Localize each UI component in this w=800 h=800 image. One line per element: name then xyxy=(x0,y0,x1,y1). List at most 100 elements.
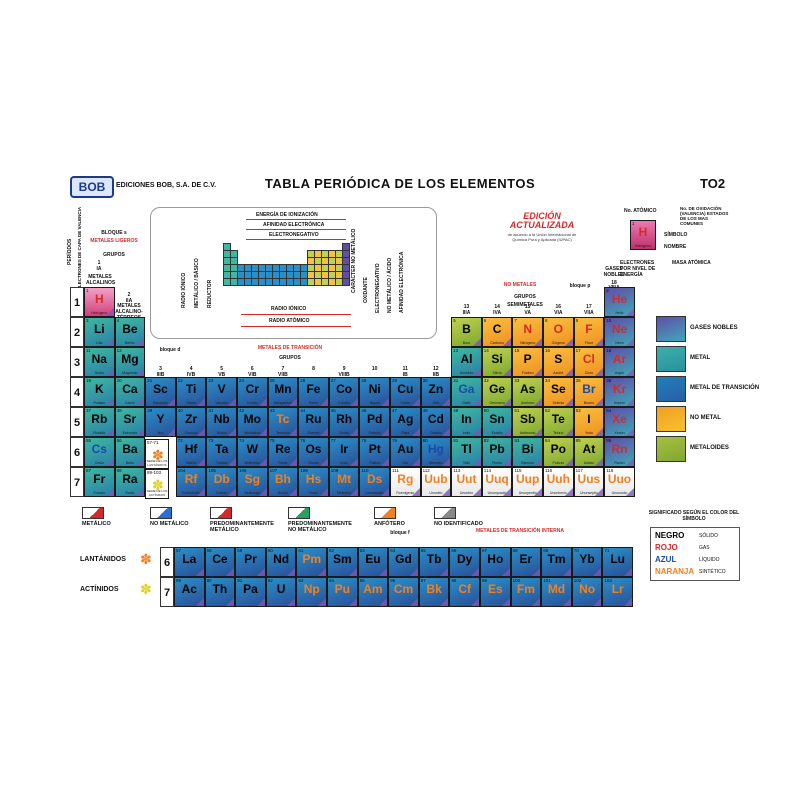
group-number: 12 xyxy=(433,366,439,372)
trend-left-1: RADIO IÓNICO xyxy=(181,272,187,308)
bond-type-marker xyxy=(105,398,114,406)
edition-subtitle: de acuerdo a la Unión Internacional de Q… xyxy=(507,232,577,242)
element-name: Wolframio xyxy=(244,461,261,465)
element-name: Rodio xyxy=(339,431,349,435)
element-name: Estroncio xyxy=(122,431,138,435)
atomic-number: 17 xyxy=(575,348,581,353)
atomic-number: 11 xyxy=(86,348,91,353)
category-swatch xyxy=(656,346,686,372)
actinide-placeholder: 89-103 ✽ SERIE DE LOS ACTÍNIDOS xyxy=(145,469,169,499)
element-symbol: Be xyxy=(122,322,138,336)
element-name: Platino xyxy=(369,461,381,465)
element-name: Hasio xyxy=(309,491,318,495)
lanthanide-placeholder: 57-71 ✽ SERIE DE LOS LANTÁNIDOS xyxy=(145,439,169,469)
element-symbol: Te xyxy=(551,412,565,426)
element-symbol: Si xyxy=(491,352,503,366)
bond-type-marker xyxy=(319,488,328,496)
element-symbol: Li xyxy=(93,322,105,336)
group-2-roman: IIA xyxy=(125,298,133,304)
atomic-number: 35 xyxy=(575,378,581,383)
group-number: 3 xyxy=(159,366,162,372)
element-name: Radio xyxy=(125,491,135,495)
element-symbol: H xyxy=(94,292,104,306)
element-name: Ununhexio xyxy=(549,491,567,495)
atomic-number: 108 xyxy=(300,468,308,473)
group-roman-numeral: IVB xyxy=(186,372,196,378)
element-symbol: Er xyxy=(519,552,533,566)
trend-right-3: ELECTRONEGATIVO xyxy=(375,263,381,313)
element-symbol: Se xyxy=(550,382,566,396)
element-symbol: Y xyxy=(156,412,165,426)
atomic-number: 48 xyxy=(422,408,428,413)
atomic-number: 19 xyxy=(86,378,92,383)
bond-type-marker xyxy=(256,598,265,606)
element-name: Radón xyxy=(614,461,625,465)
atomic-number: 75 xyxy=(269,438,275,443)
cell-legend: No. ATÓMICO No. DE OXIDACIÓN (VALENCIA) … xyxy=(620,206,730,278)
element-symbol: Pm xyxy=(302,552,322,566)
period-number: 1 xyxy=(70,287,84,317)
atomic-number: 76 xyxy=(300,438,306,443)
element-symbol: Rg xyxy=(397,472,414,486)
category-swatch xyxy=(656,316,686,342)
bond-type-marker xyxy=(625,428,634,436)
atomic-number: 63 xyxy=(359,548,365,553)
bond-type-marker xyxy=(289,488,298,496)
element-name: Cadmio xyxy=(429,431,442,435)
element-name: Yodo xyxy=(584,431,593,435)
legend-sample-cell: 1 H Hidrógeno xyxy=(630,220,656,250)
element-symbol: Fe xyxy=(306,382,321,396)
element-name: Selenio xyxy=(552,401,565,405)
atomic-number: 21 xyxy=(147,378,153,383)
atomic-number: 10 xyxy=(606,318,612,323)
element-symbol: In xyxy=(461,412,472,426)
bond-type-marker xyxy=(564,338,573,346)
atomic-number: 12 xyxy=(116,348,122,353)
trend-top-1: ENERGÍA DE IONIZACIÓN xyxy=(256,212,318,218)
element-symbol: No xyxy=(579,582,596,596)
group-number: 10 xyxy=(371,366,378,372)
group-18-number: 18 xyxy=(611,280,617,286)
element-symbol: S xyxy=(554,352,563,366)
period-number: 2 xyxy=(70,317,84,347)
bond-type-marker xyxy=(472,398,481,406)
bond-type-marker xyxy=(105,368,114,376)
atomic-number: 117 xyxy=(575,468,583,473)
element-symbol: Au xyxy=(397,442,414,456)
category-swatch xyxy=(656,406,686,432)
atomic-number: 88 xyxy=(116,468,122,473)
element-symbol: Re xyxy=(275,442,291,456)
atomic-number: 77 xyxy=(330,438,336,443)
element-symbol: Cm xyxy=(393,582,414,596)
element-name: Talio xyxy=(462,461,471,465)
groups-s-label: GRUPOS xyxy=(103,252,125,258)
element-symbol: Ir xyxy=(340,442,349,456)
element-symbol: Tl xyxy=(461,442,472,456)
atomic-number: 29 xyxy=(392,378,398,383)
noble-gases-top-label: GASES NOBLES xyxy=(603,266,625,278)
lanthanide-series-name: SERIE DE LOS LANTÁNIDOS xyxy=(146,459,168,467)
element-symbol: Mg xyxy=(121,352,139,366)
element-symbol: Bk xyxy=(426,582,442,596)
bond-type-marker xyxy=(595,428,604,436)
element-name: Plomo xyxy=(492,461,503,465)
element-symbol: Sr xyxy=(123,412,137,426)
bond-type-marker xyxy=(564,488,573,496)
bond-type-marker xyxy=(625,308,634,316)
